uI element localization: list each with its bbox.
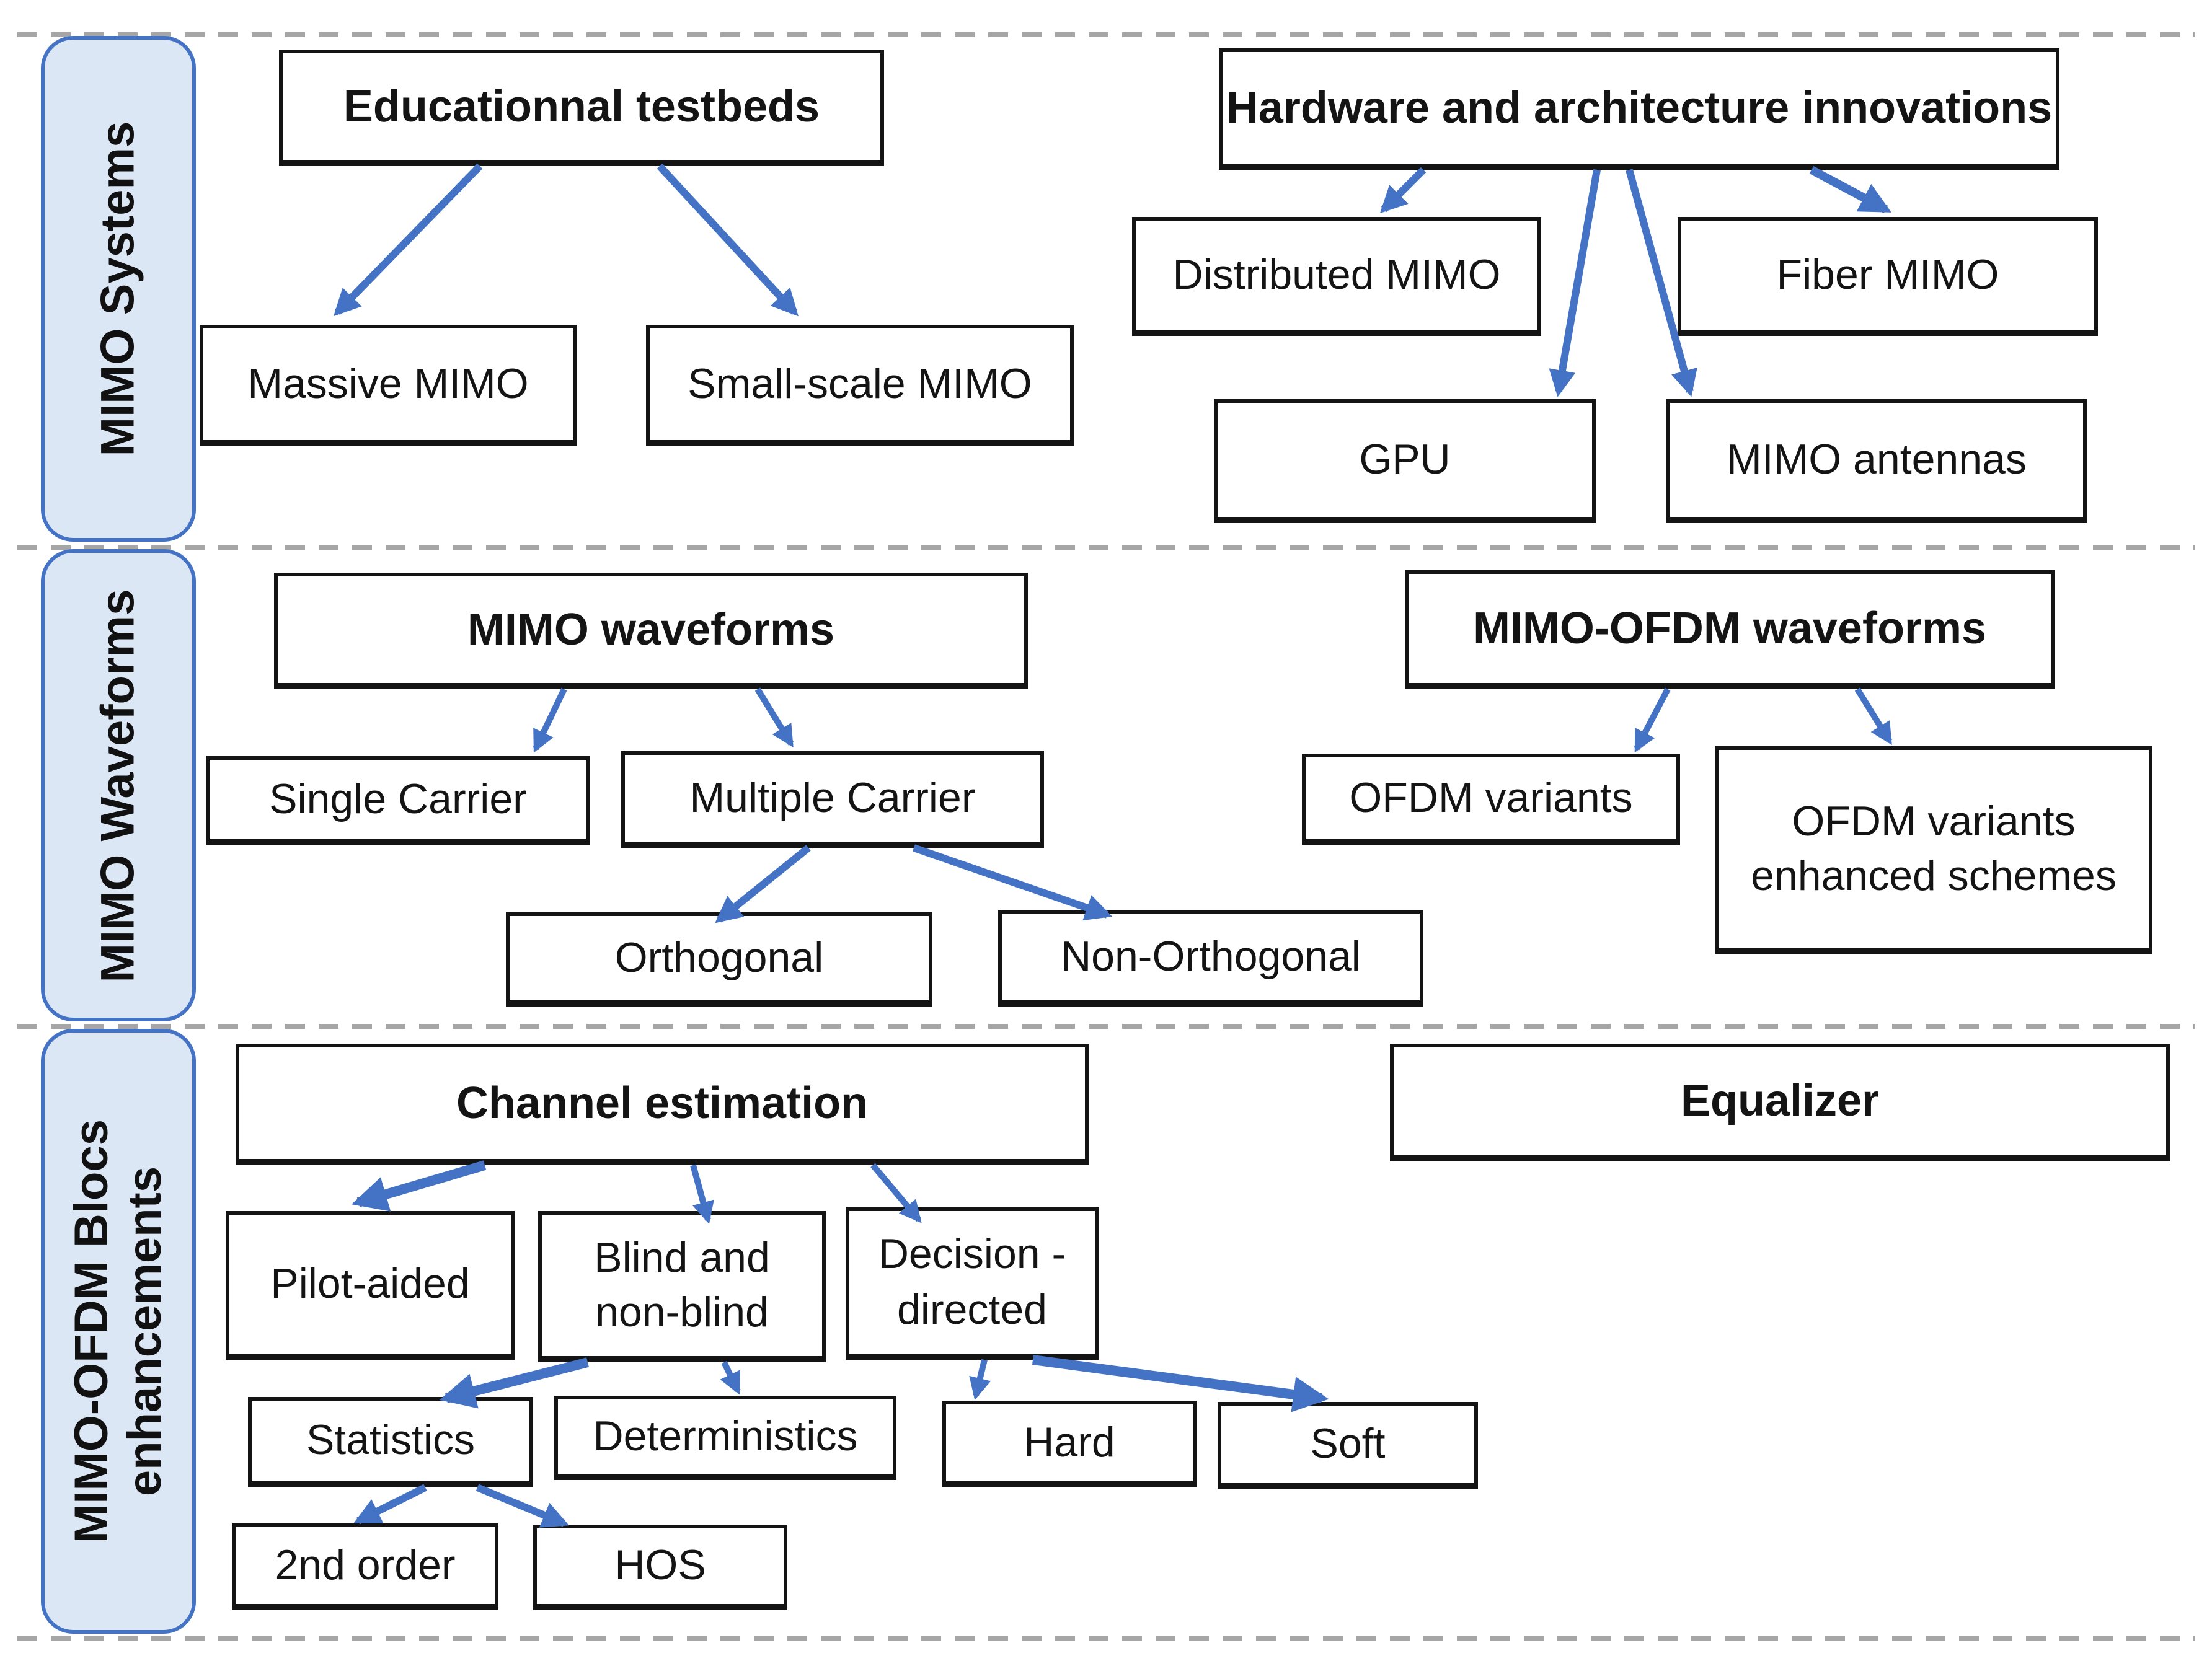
section-label-mimo-ofdm-blocs: MIMO-OFDM Blocs enhancements bbox=[65, 1119, 170, 1543]
arrow-statistics-to-2nd-order bbox=[353, 1484, 427, 1525]
node-educational-testbeds: Educationnal testbeds bbox=[279, 50, 884, 166]
node-ofdm-variants-enhanced: OFDM variants enhanced schemes bbox=[1715, 746, 2152, 954]
node-label: Soft bbox=[1310, 1420, 1386, 1468]
node-label: Multiple Carrier bbox=[689, 774, 976, 822]
arrow-multiple-carrier-to-non-orthogonal bbox=[913, 844, 1113, 921]
node-mimo-antennas: MIMO antennas bbox=[1666, 399, 2087, 523]
node-label: Massive MIMO bbox=[247, 360, 529, 408]
node-label: Educationnal testbeds bbox=[343, 80, 820, 131]
node-label: Distributed MIMO bbox=[1172, 251, 1501, 299]
node-non-orthogonal: Non-Orthogonal bbox=[998, 910, 1423, 1007]
arrow-blind-to-deterministics bbox=[720, 1360, 741, 1395]
arrow-hardware-to-distributed bbox=[1379, 167, 1427, 214]
node-label: MIMO waveforms bbox=[467, 603, 835, 654]
arrow-decision-to-hard bbox=[969, 1359, 991, 1400]
arrow-decision-to-soft bbox=[1032, 1355, 1329, 1412]
node-massive-mimo: Massive MIMO bbox=[200, 325, 577, 446]
node-label: Channel estimation bbox=[456, 1077, 869, 1128]
node-distributed-mimo: Distributed MIMO bbox=[1132, 217, 1541, 336]
node-decision-directed: Decision -directed bbox=[846, 1207, 1099, 1360]
arrow-blind-to-statistics bbox=[439, 1357, 589, 1409]
node-fiber-mimo: Fiber MIMO bbox=[1678, 217, 2098, 336]
node-label: Single Carrier bbox=[269, 775, 527, 823]
section-label-mimo-systems: MIMO Systems bbox=[92, 121, 144, 457]
section-label-mimo-waveforms: MIMO Waveforms bbox=[92, 588, 144, 982]
node-mimo-ofdm-waveforms: MIMO-OFDM waveforms bbox=[1405, 570, 2055, 689]
node-deterministics: Deterministics bbox=[554, 1396, 896, 1480]
section-tab-mimo-systems: MIMO Systems bbox=[41, 36, 196, 542]
arrow-hardware-to-fiber bbox=[1809, 165, 1891, 214]
arrow-channel-estimation-to-pilot-aided bbox=[351, 1160, 487, 1212]
node-orthogonal: Orthogonal bbox=[506, 912, 932, 1007]
node-label: Blind and non-blind bbox=[594, 1234, 770, 1336]
section-tab-mimo-ofdm-blocs: MIMO-OFDM Blocs enhancements bbox=[41, 1029, 196, 1634]
node-channel-estimation: Channel estimation bbox=[236, 1044, 1089, 1165]
section-tab-mimo-waveforms: MIMO Waveforms bbox=[41, 549, 196, 1021]
node-label: 2nd order bbox=[275, 1541, 456, 1589]
arrow-mimo-ofdm-to-enhanced-schemes bbox=[1854, 687, 1893, 746]
node-pilot-aided: Pilot-aided bbox=[226, 1211, 515, 1360]
arrow-educational-to-small-scale bbox=[657, 163, 799, 317]
node-blind-non-blind: Blind and non-blind bbox=[538, 1211, 826, 1362]
arrow-mimo-waveforms-to-single-carrier bbox=[533, 687, 567, 753]
node-label: OFDM variants bbox=[1349, 774, 1633, 822]
node-2nd-order: 2nd order bbox=[232, 1523, 498, 1610]
node-mimo-waveforms: MIMO waveforms bbox=[274, 573, 1028, 689]
node-label: OFDM variants enhanced schemes bbox=[1751, 798, 2117, 900]
node-label: Orthogonal bbox=[614, 934, 824, 982]
arrow-multiple-carrier-to-orthogonal bbox=[715, 845, 811, 923]
node-ofdm-variants: OFDM variants bbox=[1302, 754, 1680, 845]
node-label: Equalizer bbox=[1680, 1075, 1880, 1126]
node-label: Pilot-aided bbox=[270, 1260, 470, 1308]
arrow-hardware-to-gpu bbox=[1549, 169, 1601, 397]
node-hardware-innovations: Hardware and architecture innovations bbox=[1219, 48, 2059, 170]
divider-bottom bbox=[17, 1636, 2195, 1641]
node-label: Statistics bbox=[306, 1417, 476, 1465]
node-multiple-carrier: Multiple Carrier bbox=[621, 751, 1044, 848]
node-label: GPU bbox=[1359, 436, 1451, 483]
node-label: MIMO-OFDM waveforms bbox=[1472, 602, 1987, 653]
divider-waveforms-blocs bbox=[17, 1024, 2195, 1029]
arrow-statistics-to-hos bbox=[476, 1484, 569, 1528]
node-soft: Soft bbox=[1218, 1402, 1478, 1489]
node-label: Non-Orthogonal bbox=[1061, 933, 1361, 980]
node-hos: HOS bbox=[533, 1525, 787, 1610]
node-statistics: Statistics bbox=[248, 1397, 533, 1487]
node-small-scale-mimo: Small-scale MIMO bbox=[646, 325, 1074, 446]
divider-top bbox=[17, 32, 2195, 37]
divider-systems-waveforms bbox=[17, 545, 2195, 550]
arrow-mimo-ofdm-to-ofdm-variants bbox=[1634, 687, 1671, 753]
node-label: Small-scale MIMO bbox=[688, 360, 1032, 408]
node-gpu: GPU bbox=[1214, 399, 1596, 523]
arrow-mimo-waveforms-to-multiple-carrier bbox=[754, 687, 794, 748]
arrow-educational-to-massive bbox=[333, 163, 483, 317]
node-label: Hard bbox=[1024, 1419, 1115, 1466]
node-single-carrier: Single Carrier bbox=[206, 756, 590, 845]
node-equalizer: Equalizer bbox=[1390, 1044, 2170, 1161]
node-hard: Hard bbox=[942, 1401, 1197, 1487]
node-label: HOS bbox=[614, 1542, 706, 1590]
node-label: Deterministics bbox=[593, 1412, 858, 1460]
node-label: Fiber MIMO bbox=[1776, 251, 1999, 299]
node-label: Hardware and architecture innovations bbox=[1226, 81, 2053, 133]
node-label: MIMO antennas bbox=[1727, 436, 2027, 483]
node-label: Decision -directed bbox=[878, 1231, 1066, 1333]
